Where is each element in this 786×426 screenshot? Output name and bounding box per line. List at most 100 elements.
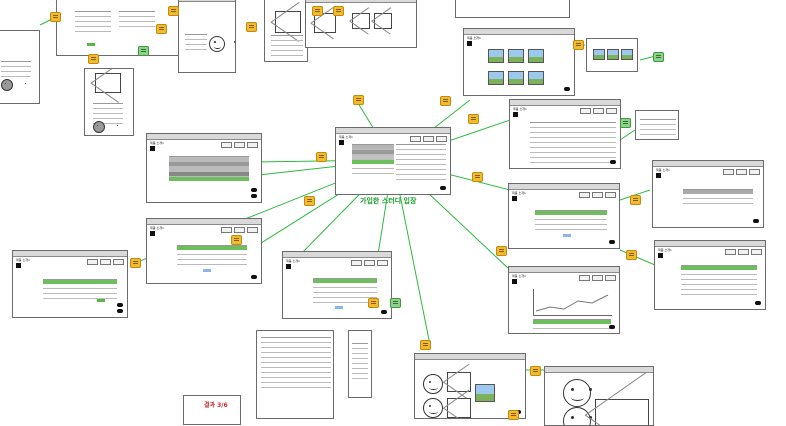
image-placeholder — [447, 398, 471, 418]
thumbnail-image[interactable] — [488, 71, 504, 85]
sticky-note[interactable] — [653, 52, 664, 62]
left-mini-window[interactable] — [84, 68, 134, 136]
top-grid-window[interactable] — [264, 0, 308, 62]
right-table-window[interactable]: 제품 소개1 — [509, 99, 621, 169]
sticky-note[interactable] — [246, 22, 257, 32]
nav-button[interactable] — [234, 142, 245, 148]
document-window[interactable] — [256, 330, 334, 419]
top-profile-window[interactable] — [178, 0, 236, 73]
nav-button[interactable] — [605, 275, 616, 281]
nav-button[interactable] — [605, 192, 616, 198]
nav-button[interactable] — [580, 108, 591, 114]
nav-button[interactable] — [234, 227, 245, 233]
sticky-note[interactable] — [168, 6, 179, 16]
sticky-note[interactable] — [312, 6, 323, 16]
thumbnail-image[interactable] — [528, 49, 544, 63]
nav-button[interactable] — [592, 192, 603, 198]
nav-button[interactable] — [87, 259, 98, 265]
avatar-image — [209, 36, 225, 52]
middle-bottom-window[interactable]: 제품 소개1 — [282, 251, 392, 319]
nav-button[interactable] — [423, 136, 434, 142]
sticky-note[interactable] — [420, 340, 431, 350]
confirm-button[interactable] — [335, 306, 343, 309]
left-window-3[interactable]: 제품 소개1 — [12, 250, 128, 318]
right-list-window[interactable]: 제품 소개1 — [508, 183, 620, 249]
far-right-window-1[interactable]: 제품 소개1 — [652, 160, 764, 228]
sticky-note[interactable] — [130, 258, 141, 268]
window-title: 제품 소개1 — [286, 259, 300, 263]
sticky-note[interactable] — [573, 40, 584, 50]
window-title: 제품 소개1 — [16, 258, 30, 262]
confirm-button[interactable] — [203, 269, 211, 272]
top-mid-window[interactable] — [305, 0, 417, 48]
bottom-faces-window[interactable] — [414, 353, 526, 419]
bottom-right-window[interactable] — [544, 366, 654, 426]
nav-button[interactable] — [221, 142, 232, 148]
nav-button[interactable] — [410, 136, 421, 142]
sticky-note[interactable] — [630, 195, 641, 205]
sticky-note[interactable] — [468, 114, 479, 124]
thumbnail-image[interactable] — [528, 71, 544, 85]
sticky-note[interactable] — [88, 54, 99, 64]
sticky-note[interactable] — [440, 96, 451, 106]
thumbnail-image[interactable] — [621, 49, 633, 60]
center-window[interactable]: 제품 소개1 — [335, 127, 451, 195]
nav-button[interactable] — [364, 260, 375, 266]
left-calendar-window[interactable] — [0, 30, 40, 104]
thumbnail-image[interactable] — [607, 49, 619, 60]
nav-button[interactable] — [221, 227, 232, 233]
logo-icon — [513, 112, 518, 117]
confirm-button[interactable] — [563, 234, 571, 237]
sticky-note[interactable] — [390, 298, 401, 308]
nav-button[interactable] — [377, 260, 388, 266]
far-right-window-2[interactable]: 제품 소개1 — [654, 240, 766, 310]
sticky-note[interactable] — [333, 6, 344, 16]
right-top-window[interactable]: 제품 소개1 — [463, 28, 575, 96]
thumbnail-image[interactable] — [508, 49, 524, 63]
confirm-button[interactable] — [87, 43, 95, 46]
far-top-window[interactable] — [586, 38, 638, 72]
nav-button[interactable] — [247, 142, 258, 148]
sticky-note[interactable] — [530, 366, 541, 376]
score-window[interactable]: 결과 3/6 — [183, 395, 241, 425]
nav-button[interactable] — [606, 108, 617, 114]
top-right-window[interactable] — [455, 0, 570, 18]
nav-button[interactable] — [736, 169, 747, 175]
nav-button[interactable] — [579, 192, 590, 198]
sticky-note[interactable] — [368, 298, 379, 308]
thumbnail-image[interactable] — [593, 49, 605, 60]
sticky-note[interactable] — [304, 196, 315, 206]
nav-button[interactable] — [592, 275, 603, 281]
sticky-note[interactable] — [496, 246, 507, 256]
sticky-note[interactable] — [50, 12, 61, 22]
side-dialog-window[interactable] — [635, 110, 679, 140]
right-chart-window[interactable]: 제품 소개1 — [508, 266, 620, 334]
nav-button[interactable] — [579, 275, 590, 281]
left-window-1[interactable]: 제품 소개1 — [146, 133, 262, 203]
thumbnail-image[interactable] — [488, 49, 504, 63]
sticky-note[interactable] — [316, 152, 327, 162]
thumbnail-image[interactable] — [508, 71, 524, 85]
nav-button[interactable] — [351, 260, 362, 266]
sticky-note[interactable] — [138, 46, 149, 56]
left-window-2[interactable]: 제품 소개1 — [146, 218, 262, 284]
nav-button[interactable] — [725, 249, 736, 255]
nav-button[interactable] — [436, 136, 447, 142]
phone-window[interactable] — [348, 330, 372, 398]
confirm-button[interactable] — [97, 299, 105, 302]
nav-button[interactable] — [593, 108, 604, 114]
thumbnail-image[interactable] — [475, 384, 495, 402]
sticky-note[interactable] — [231, 235, 242, 245]
nav-button[interactable] — [738, 249, 749, 255]
sticky-note[interactable] — [353, 95, 364, 105]
nav-button[interactable] — [723, 169, 734, 175]
nav-button[interactable] — [247, 227, 258, 233]
nav-button[interactable] — [113, 259, 124, 265]
sticky-note[interactable] — [156, 24, 167, 34]
sticky-note[interactable] — [626, 250, 637, 260]
nav-button[interactable] — [749, 169, 760, 175]
nav-button[interactable] — [751, 249, 762, 255]
sticky-note[interactable] — [472, 172, 483, 182]
sticky-note[interactable] — [620, 118, 631, 128]
nav-button[interactable] — [100, 259, 111, 265]
